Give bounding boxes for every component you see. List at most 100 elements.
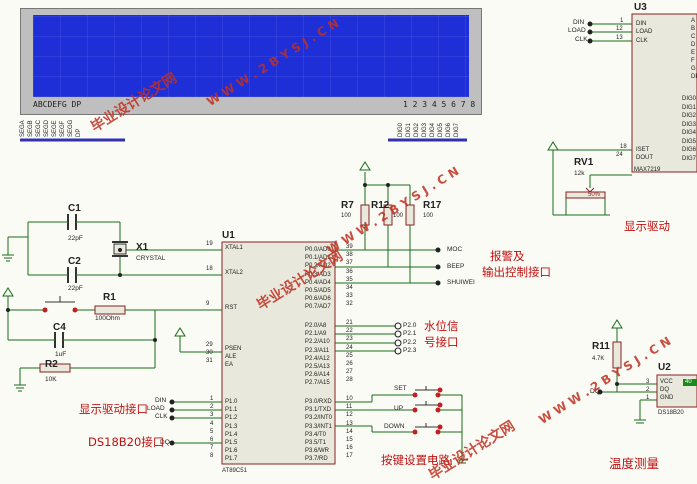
u3-body	[631, 13, 697, 173]
label-display-drive: 显示驱动	[624, 219, 670, 233]
u1-pin-num: 7	[210, 445, 214, 452]
u1-pin-name: ALE	[225, 354, 237, 360]
u2-pin-dq: DQ	[660, 387, 669, 393]
r2-value: 10K	[45, 376, 57, 383]
u1-pin-name: P2.1/A9	[305, 331, 327, 338]
u3-pin-num-24: 24	[616, 152, 623, 158]
lcd-dig-pin: DIG3	[422, 122, 428, 137]
u1-pin-num: 2	[210, 404, 214, 411]
u1-pin-name: P3.7/RD	[305, 456, 328, 463]
lcd-dig-pin: DIG0	[398, 122, 404, 137]
u1-pin-name: P1.1	[225, 407, 238, 414]
r1-value: 100Ohm	[95, 315, 120, 322]
c4-ref: C4	[53, 322, 66, 333]
label-alarm-2: 输出控制接口	[482, 265, 551, 279]
u1-pin-num: 36	[346, 268, 353, 275]
p2-terminals	[394, 322, 402, 355]
u3-pin-num-18: 18	[620, 144, 627, 150]
u1-pin-num: 12	[346, 412, 353, 419]
u3-pin-num-1: 1	[620, 18, 624, 24]
u1-pin-name: P0.5/AD5	[305, 288, 331, 294]
u1-pin-num: 14	[346, 428, 353, 435]
lcd-seg-pin: SEGF	[60, 120, 66, 137]
capacitor-leads	[52, 221, 84, 341]
r17-ref: R17	[423, 200, 442, 211]
net-p20: P2.0	[403, 322, 417, 329]
u1-pin-name: P0.0/AD0	[305, 247, 331, 253]
u2-part: DS18B20	[658, 410, 684, 416]
net-shuiwei: SHUIWEI	[447, 279, 475, 286]
u1-pin-name: P0.1/AD1	[305, 255, 331, 262]
u3-pin-seg: F	[691, 58, 695, 64]
u1-pin-name: XTAL1	[225, 245, 243, 251]
u1-pin-name: P0.6/AD6	[305, 296, 331, 303]
u1-pin-num: 29	[206, 342, 213, 348]
u3-pin-dig: DIG1	[682, 104, 697, 111]
u2-readout: 40	[685, 379, 692, 385]
u2-pin-num-2: 2	[646, 387, 650, 393]
u1-pin-num: 27	[346, 369, 353, 376]
c2-value: 22pF	[68, 285, 83, 292]
r17-value: 100	[423, 213, 434, 219]
u1-pin-num: 1	[210, 396, 214, 402]
u3-pin-din: DIN	[636, 21, 647, 27]
button-terminals	[42, 307, 443, 435]
label-water-2: 号接口	[424, 335, 459, 349]
u3-pin-seg: E	[691, 50, 696, 56]
lcd-dig-pin: DIG5	[438, 122, 444, 137]
x1-ref: X1	[136, 242, 149, 253]
u1-pin-num: 22	[346, 328, 353, 335]
u1-pin-num: 23	[346, 336, 353, 343]
u1-pin-num: 39	[346, 244, 353, 250]
power-terminals	[2, 141, 646, 464]
net-moc: MOC	[447, 246, 463, 253]
r2-ref: R2	[45, 359, 58, 370]
u1-pin-num: 34	[346, 285, 353, 291]
u1-pin-num: 3	[210, 412, 214, 419]
c2-ref: C2	[68, 256, 81, 267]
u3-part: MAX7219	[634, 167, 661, 173]
net-din: DIN	[155, 397, 167, 404]
u3-pin-seg: G	[691, 66, 696, 72]
u1-pin-num: 32	[346, 301, 353, 308]
rv1-wiper	[585, 187, 595, 193]
u1-pin-name: P2.2/A10	[305, 339, 330, 346]
label-temperature: 温度测量	[609, 456, 660, 471]
u3-pin-dig: DIG4	[682, 130, 697, 136]
u1-pin-num: 11	[346, 404, 353, 411]
u1-pin-name: P1.5	[225, 440, 238, 446]
u1-pin-num: 28	[346, 377, 353, 384]
junction-dots	[6, 21, 619, 446]
u1-pin-num: 17	[346, 453, 353, 460]
u1-pin-name: P0.2/AD2	[305, 263, 331, 270]
u1-pin-num: 13	[346, 420, 353, 427]
net-p21: P2.1	[403, 330, 417, 337]
lcd-digit-label: 1 2 3 4 5 6 7 8	[403, 100, 476, 109]
u1-pin-num: 33	[346, 293, 353, 300]
u2-pin-gnd: GND	[660, 395, 674, 401]
u1-pin-num: 38	[346, 252, 353, 259]
label-ds18b20-port: DS18B20接口	[88, 435, 165, 449]
u3-pin-seg: D	[691, 42, 696, 48]
u3-ref: U3	[634, 2, 647, 13]
u1-pin-name: P2.5/A13	[305, 364, 330, 370]
u1-pin-name: P2.3/A11	[305, 347, 330, 354]
r7-ref: R7	[341, 200, 354, 211]
u1-pin-name: P3.4/T0	[305, 431, 327, 438]
u1-pin-num: 18	[206, 266, 213, 272]
u1-pin-name: P1.0	[225, 399, 238, 405]
u1-pin-num: 16	[346, 445, 353, 452]
u1-pin-name: P2.7/A15	[305, 380, 330, 387]
u3-pin-seg: C	[691, 34, 696, 40]
u1-pin-num: 4	[210, 420, 214, 427]
u2-pin-vcc: VCC	[660, 379, 673, 385]
r12-ref: R12	[371, 200, 390, 211]
u1-pin-name: P1.7	[225, 456, 238, 463]
u1-pin-num: 37	[346, 260, 353, 267]
wires	[7, 23, 657, 460]
u3-pin-load: LOAD	[636, 29, 653, 35]
c4-value: 1uF	[55, 351, 67, 358]
lcd-seg-pin: SEGC	[36, 119, 42, 137]
net-dq: DQ	[160, 439, 170, 446]
r11-ref: R11	[592, 341, 610, 352]
